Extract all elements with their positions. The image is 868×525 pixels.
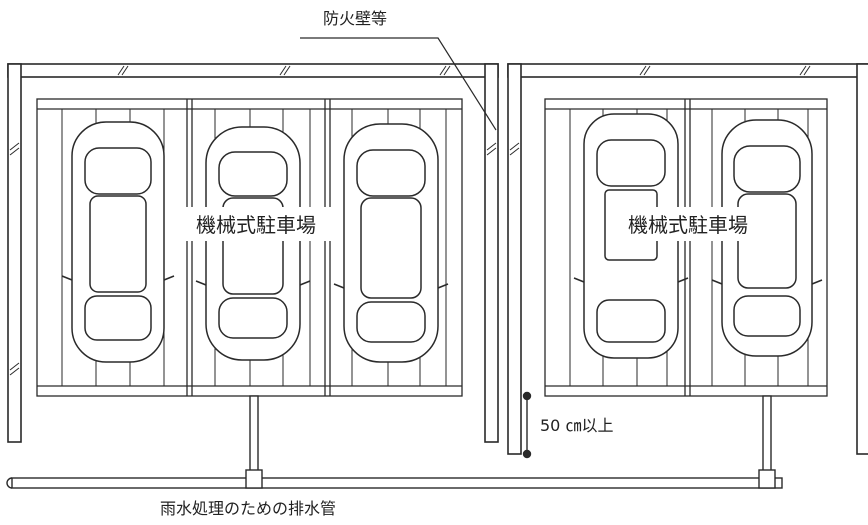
svg-text:機械式駐車場: 機械式駐車場 bbox=[196, 213, 316, 237]
svg-text:防火壁等: 防火壁等 bbox=[323, 9, 387, 28]
drain-pipe-label: 雨水処理のための排水管 bbox=[160, 499, 336, 518]
clearance-dimension bbox=[522, 391, 532, 459]
drain-pipe bbox=[6, 395, 783, 489]
parking-label-left: 機械式駐車場 bbox=[176, 207, 336, 241]
right-building-wall bbox=[507, 63, 868, 455]
car-3 bbox=[333, 123, 449, 363]
firewall-label: 防火壁等 bbox=[300, 9, 497, 131]
svg-text:機械式駐車場: 機械式駐車場 bbox=[628, 213, 748, 237]
car-2 bbox=[195, 126, 311, 361]
car-1 bbox=[61, 121, 175, 363]
clearance-label: 50 ㎝以上 bbox=[540, 416, 613, 435]
parking-label-right: 機械式駐車場 bbox=[612, 207, 764, 241]
left-building-wall bbox=[7, 63, 499, 443]
